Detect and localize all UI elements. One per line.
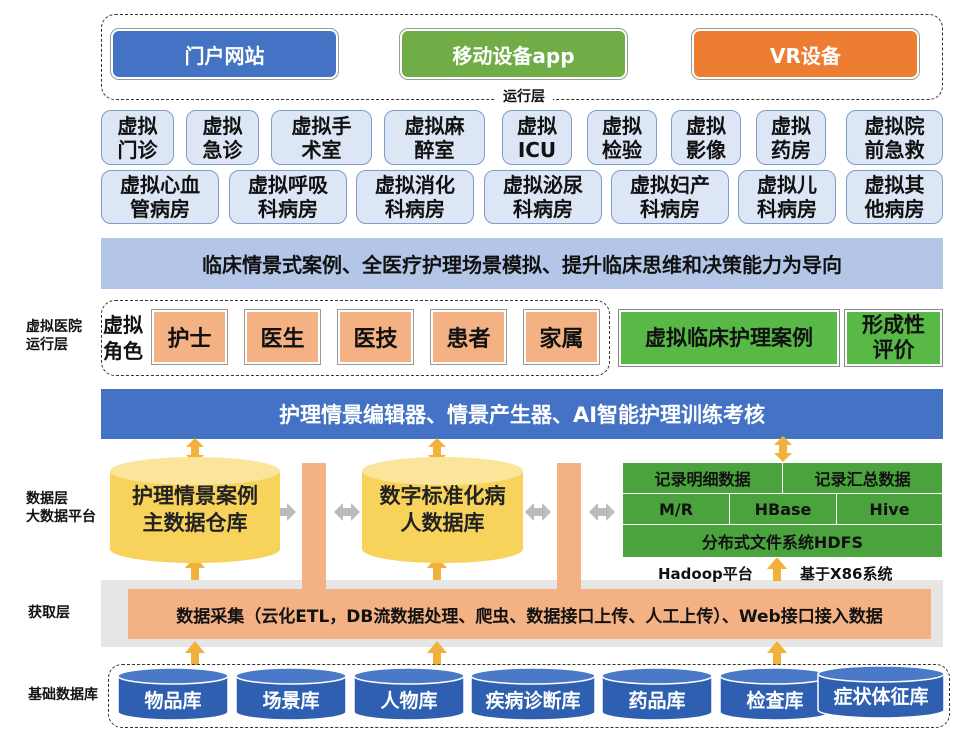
acquire-pillar-left bbox=[302, 463, 326, 591]
warehouse-cylinder bbox=[110, 457, 280, 563]
patient-db-label: 数字标准化病 人数据库 bbox=[379, 484, 506, 535]
virtual-ward-pediatrics: 虚拟儿 科病房 bbox=[738, 170, 836, 224]
role-patient[interactable]: 患者 bbox=[431, 310, 506, 364]
role-technician[interactable]: 医技 bbox=[338, 310, 413, 364]
warehouse-label: 护理情景案例 主数据仓库 bbox=[132, 484, 258, 535]
mobile-app-button[interactable]: 移动设备app bbox=[400, 29, 627, 79]
virtual-dept-clinic: 虚拟 门诊 bbox=[101, 110, 174, 165]
db-symptoms: 症状体征库 bbox=[833, 685, 929, 708]
virtual-ward-gastro: 虚拟消化 科病房 bbox=[356, 170, 474, 224]
hospital-layer-label: 虚拟医院 运行层 bbox=[26, 319, 82, 353]
editor-band: 护理情景编辑器、情景产生器、AI智能护理训练考核 bbox=[101, 389, 943, 439]
acquire-band: 数据采集（云化ETL，DB流数据处理、爬虫、数据接口上传、人工上传）、Web接口… bbox=[128, 589, 931, 639]
guidance-band: 临床情景式案例、全医疗护理场景模拟、提升临床思维和决策能力为导向 bbox=[101, 238, 943, 289]
virtual-dept-emergency: 虚拟 急诊 bbox=[186, 110, 259, 165]
portal-website-button[interactable]: 门户网站 bbox=[111, 29, 338, 79]
role-nurse[interactable]: 护士 bbox=[152, 310, 227, 364]
hive-cell: Hive bbox=[836, 493, 943, 525]
hbase-cell: HBase bbox=[729, 493, 837, 525]
patient-db-cylinder bbox=[362, 457, 523, 564]
hdfs-cell: 分布式文件系统HDFS bbox=[622, 524, 943, 558]
virtual-ward-urology: 虚拟泌尿 科病房 bbox=[484, 170, 602, 224]
db-drugs: 药品库 bbox=[628, 689, 686, 712]
hadoop-grid: 记录明细数据 记录汇总数据 M/R HBase Hive 分布式文件系统HDFS bbox=[622, 462, 943, 558]
data-layer-label: 数据层 大数据平台 bbox=[26, 491, 96, 525]
acquire-layer-label: 获取层 bbox=[28, 605, 70, 621]
role-family[interactable]: 家属 bbox=[524, 310, 599, 364]
virtual-dept-pharmacy: 虚拟 药房 bbox=[756, 110, 826, 165]
db-diagnoses: 疾病诊断库 bbox=[485, 689, 581, 712]
virtual-dept-lab: 虚拟 检验 bbox=[587, 110, 657, 165]
virtual-dept-anesthesia: 虚拟麻 醉室 bbox=[384, 110, 485, 165]
summary-records-cell: 记录汇总数据 bbox=[782, 462, 943, 494]
virtual-dept-prehospital: 虚拟院 前急救 bbox=[846, 110, 943, 165]
virtual-ward-other: 虚拟其 他病房 bbox=[846, 170, 943, 224]
virtual-ward-obgyn: 虚拟妇产 科病房 bbox=[611, 170, 729, 224]
virtual-case-button[interactable]: 虚拟临床护理案例 bbox=[619, 310, 839, 366]
formative-eval-button[interactable]: 形成性 评价 bbox=[845, 310, 942, 366]
virtual-ward-respiratory: 虚拟呼吸 科病房 bbox=[229, 170, 347, 224]
db-scenes: 场景库 bbox=[262, 689, 320, 712]
virtual-dept-operating-room: 虚拟手 术室 bbox=[271, 110, 372, 165]
db-characters: 人物库 bbox=[380, 689, 438, 712]
acquire-pillar-right bbox=[557, 463, 581, 591]
roles-title: 虚拟 角色 bbox=[103, 313, 143, 363]
db-items: 物品库 bbox=[144, 689, 202, 712]
role-doctor[interactable]: 医生 bbox=[245, 310, 320, 364]
virtual-dept-icu: 虚拟 ICU bbox=[502, 110, 572, 165]
db-exams: 检查库 bbox=[746, 689, 804, 712]
base-layer-label: 基础数据库 bbox=[28, 687, 98, 703]
run-layer-label: 运行层 bbox=[495, 86, 553, 106]
virtual-dept-imaging: 虚拟 影像 bbox=[671, 110, 741, 165]
vr-device-button[interactable]: VR设备 bbox=[692, 29, 919, 79]
base-layer-frame bbox=[108, 664, 950, 728]
roles-frame bbox=[101, 300, 610, 376]
mapreduce-cell: M/R bbox=[622, 493, 730, 525]
hadoop-platform-note: Hadoop平台 bbox=[658, 565, 753, 583]
x86-system-note: 基于X86系统 bbox=[800, 565, 893, 583]
virtual-ward-cardio: 虚拟心血 管病房 bbox=[101, 170, 219, 224]
